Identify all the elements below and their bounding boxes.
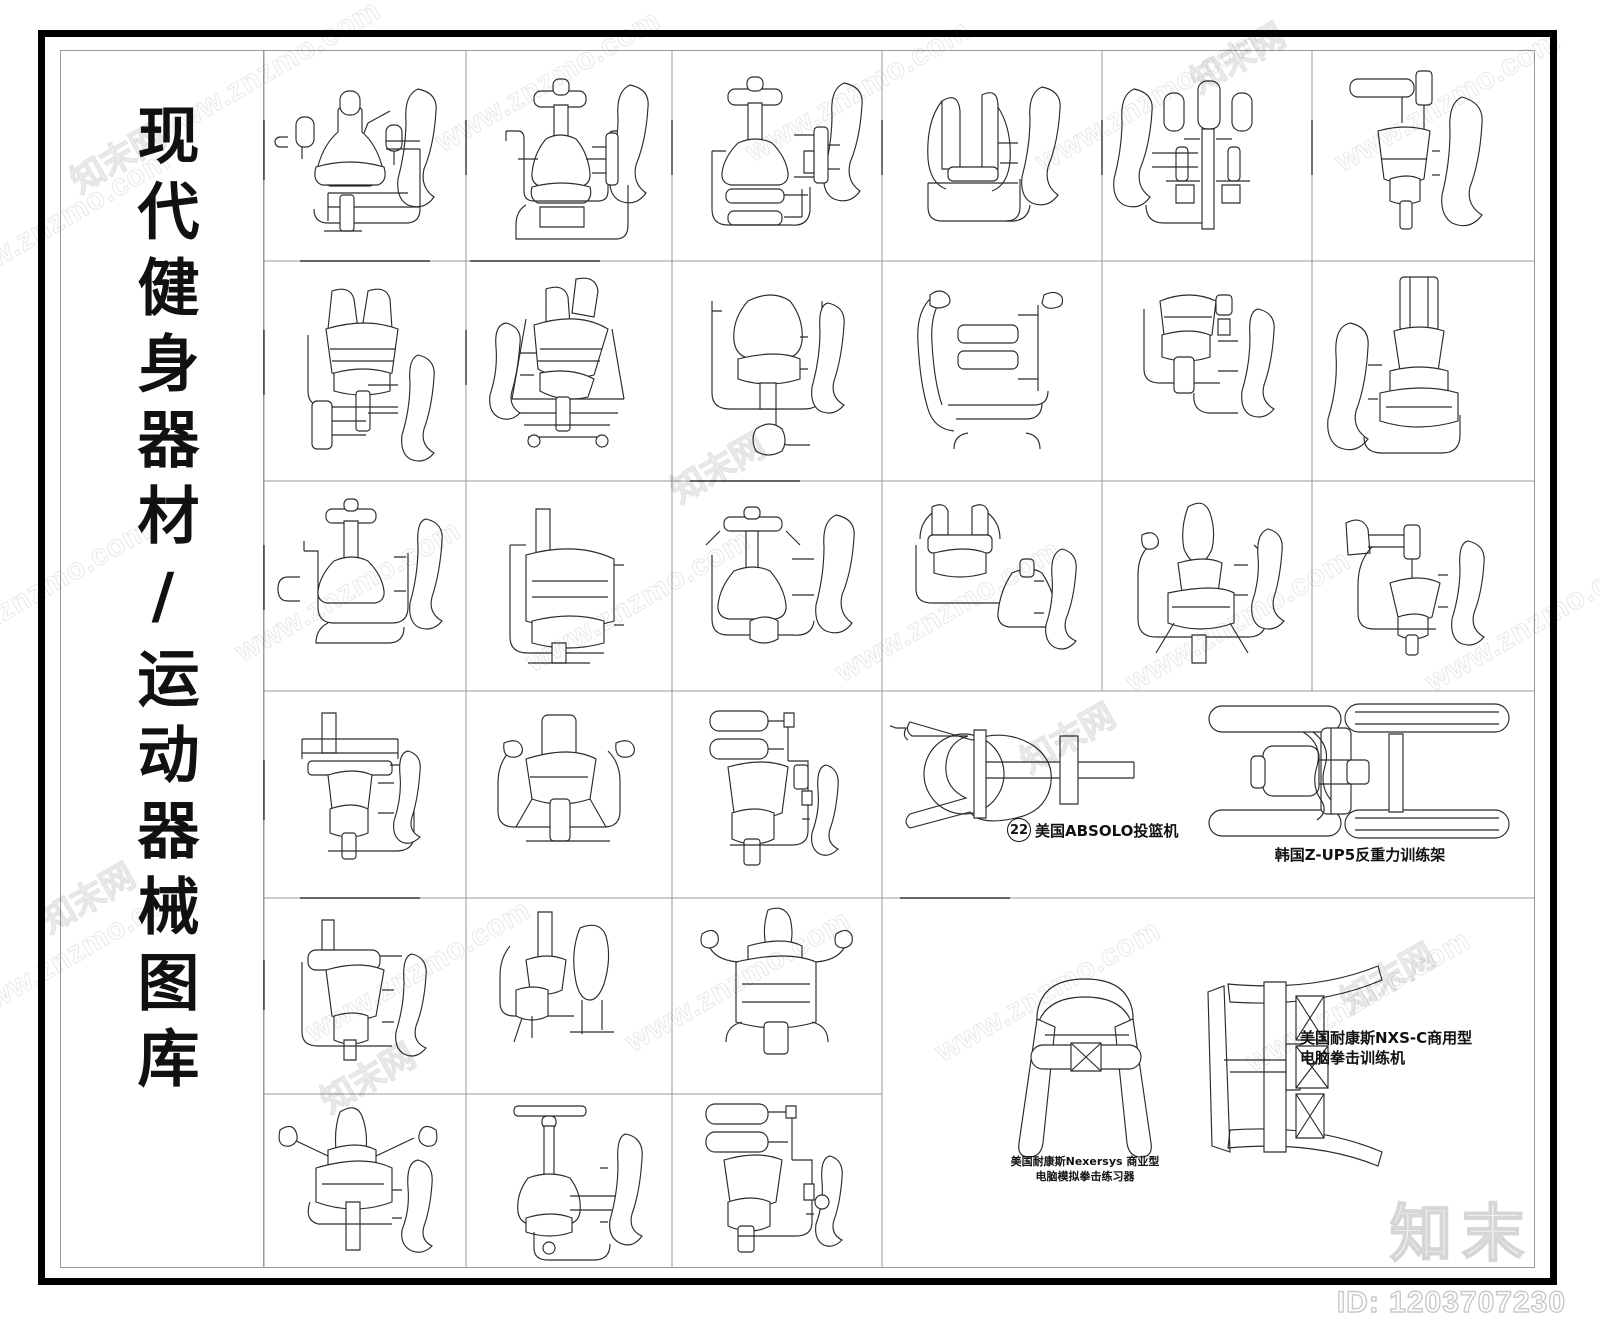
title-column: 现代健身器材/运动器械图库 xyxy=(61,51,264,1267)
equipment-cell-pec-deck xyxy=(886,55,1098,259)
adductor-machine-icon xyxy=(470,902,670,1092)
equipment-cell-butterfly xyxy=(886,485,1098,689)
equipment-cell-absolo-basketball xyxy=(890,700,1140,850)
overhead-press-machine-icon xyxy=(268,485,464,689)
equipment-cell-pec-fly xyxy=(268,1098,464,1266)
equipment-cell-adductor xyxy=(470,902,670,1092)
equipment-cell-rotary-torso xyxy=(1316,485,1532,689)
equipment-cell-shoulder-raise xyxy=(676,902,878,1092)
drawing-inner-frame xyxy=(60,50,1535,1268)
equipment-cell-leg-extension xyxy=(1316,55,1532,259)
smith-machine-icon xyxy=(268,695,464,895)
equipment-cell-nexersys xyxy=(975,955,1195,1185)
equipment-cell-leg-curl xyxy=(676,1098,878,1266)
chest-press-machine-icon xyxy=(268,55,464,259)
equipment-cell-nxsc xyxy=(1200,960,1390,1175)
leg-curl-machine-icon xyxy=(676,1098,878,1266)
leg-extension-machine-icon xyxy=(1316,55,1532,259)
equipment-cell-incline-press xyxy=(470,265,670,479)
leg-curl-bench-icon xyxy=(886,265,1098,479)
equipment-cell-arm-curl xyxy=(1106,265,1308,479)
equipment-cell-zup5-rack xyxy=(1195,698,1525,848)
multi-hip-machine-icon xyxy=(1106,485,1308,689)
pec-deck-machine-icon xyxy=(886,55,1098,259)
cable-column-machine-icon xyxy=(470,485,670,689)
pec-fly-machine-icon xyxy=(268,1098,464,1266)
equipment-cell-vertical-press xyxy=(1316,265,1532,479)
equipment-cell-chest-press xyxy=(268,55,464,259)
equipment-cell-back-extension xyxy=(470,695,670,895)
equipment-cell-leg-curl-bench xyxy=(886,265,1098,479)
shoulder-raise-machine-icon xyxy=(676,902,878,1092)
lat-pulldown-machine-icon xyxy=(676,55,878,259)
zup5-antigravity-rack-icon xyxy=(1195,698,1525,848)
rotary-torso-machine-icon xyxy=(1316,485,1532,689)
equipment-cell-ab-bench xyxy=(268,902,464,1092)
equipment-cell-dual-arm-press xyxy=(1106,55,1308,259)
seated-row-machine-icon xyxy=(676,265,878,479)
butterfly-machine-icon xyxy=(886,485,1098,689)
drawing-id-label: ID: 1203707230 xyxy=(1336,1285,1566,1319)
equipment-cell-abdominal-crunch xyxy=(268,265,464,479)
pulldown-station-icon xyxy=(676,485,878,689)
basketball-label-text: 美国ABSOLO投篮机 xyxy=(1035,822,1179,840)
equipment-cell-multi-hip xyxy=(1106,485,1308,689)
shoulder-press-machine-icon xyxy=(470,55,670,259)
incline-press-machine-icon xyxy=(470,265,670,479)
equipment-cell-pulldown-station xyxy=(676,485,878,689)
equipment-cell-overhead-press xyxy=(268,485,464,689)
equipment-cell-seated-row xyxy=(676,265,878,479)
nexersys-label: 美国耐康斯Nexersys 商业型 电脑模拟拳击练习器 xyxy=(1010,1155,1160,1183)
basketball-label-number: 22 xyxy=(1007,818,1031,842)
equipment-cell-shoulder-press xyxy=(470,55,670,259)
equipment-cell-lat-pulldown xyxy=(676,55,878,259)
equipment-cell-cable-column xyxy=(470,485,670,689)
equipment-cell-smith-machine xyxy=(268,695,464,895)
equipment-cell-lat-machine xyxy=(470,1098,670,1266)
nxsc-label: 美国耐康斯NXS-C商用型 电脑拳击训练机 xyxy=(1300,1029,1473,1068)
lat-machine-icon xyxy=(470,1098,670,1266)
back-extension-bench-icon xyxy=(470,695,670,895)
ab-bench-machine-icon xyxy=(268,902,464,1092)
nxsc-computer-boxing-trainer-icon xyxy=(1200,960,1390,1175)
leg-press-machine-icon xyxy=(676,695,878,895)
equipment-cell-leg-press xyxy=(676,695,878,895)
dual-arm-press-machine-icon xyxy=(1106,55,1308,259)
vertical-press-machine-icon xyxy=(1316,265,1532,479)
nexersys-boxing-simulator-icon xyxy=(975,955,1195,1185)
zup5-label: 韩国Z-UP5反重力训练架 xyxy=(1274,846,1446,864)
abdominal-crunch-machine-icon xyxy=(268,265,464,479)
arm-curl-machine-icon xyxy=(1106,265,1308,479)
brand-watermark-large: 知末 xyxy=(1389,1196,1534,1271)
sheet-title: 现代健身器材/运动器械图库 xyxy=(126,103,200,1102)
absolo-basketball-shooting-machine-icon xyxy=(890,700,1140,850)
